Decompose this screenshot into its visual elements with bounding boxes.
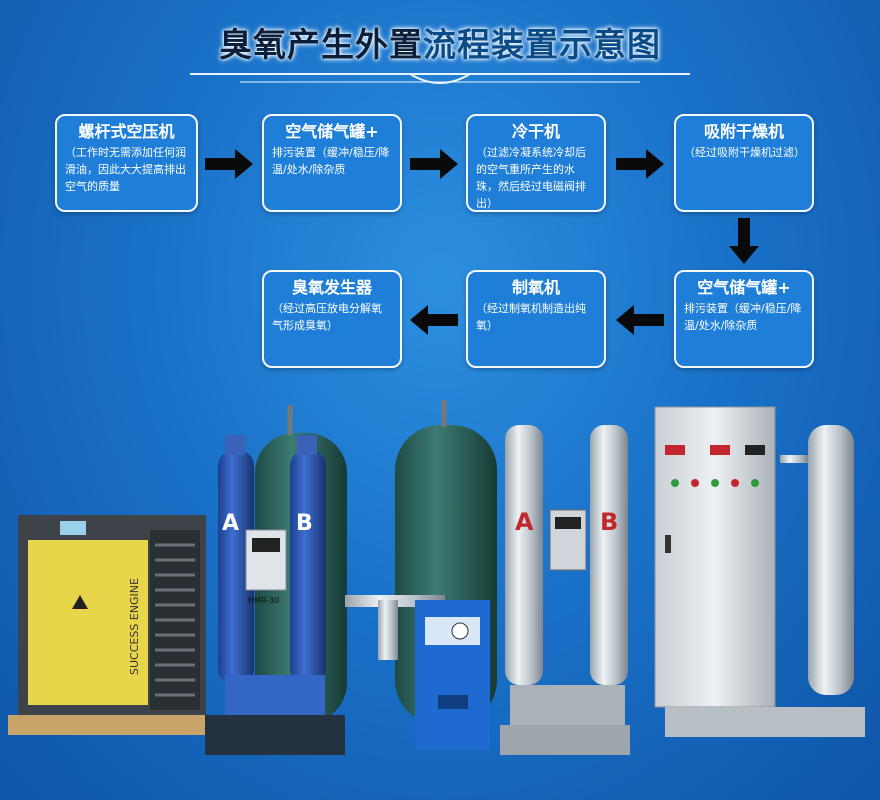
title-part-2: 流程装置示意图 — [423, 25, 661, 64]
oxygen-tower-b-label: B — [600, 508, 618, 536]
ozone-generator-unit — [654, 406, 865, 737]
title-ornament — [190, 73, 690, 84]
box-desc: （经过高压放电分解氧气形成臭氧） — [272, 302, 382, 332]
box-title: 空气储气罐+ — [285, 122, 379, 141]
arrow-left-2 — [410, 305, 458, 335]
box-title: 冷干机 — [511, 122, 560, 141]
tower-a-label: A — [222, 511, 239, 536]
box-air-tank-1: 空气储气罐+ 排污装置（缓冲/稳压/降温/处水/除杂质 — [262, 114, 402, 212]
equipment-illustration: SUCCESS ENGINE A B HMR-30 A — [8, 400, 865, 755]
title-part-1: 臭氧产生外置 — [219, 25, 423, 64]
box-desc: （经过制氧机制造出纯氧） — [476, 302, 586, 332]
box-desc: 排污装置（缓冲/稳压/降温/处水/除杂质 — [272, 146, 390, 176]
box-title: 臭氧发生器 — [291, 278, 372, 297]
box-desc: （工作时无需添加任何润滑油，因此大大提高排出空气的质量 — [65, 146, 186, 193]
box-desc: （经过吸附干燥机过滤） — [684, 146, 805, 159]
refrigerated-dryer-unit — [378, 600, 490, 750]
oxygen-generator-unit: A B — [500, 425, 630, 755]
box-air-tank-2: 空气储气罐+ 排污装置（缓冲/稳压/降温/处水/除杂质 — [674, 270, 814, 368]
box-oxygen-generator: 制氧机 （经过制氧机制造出纯氧） — [466, 270, 606, 368]
compressor-brand-label: SUCCESS ENGINE — [128, 578, 141, 675]
box-ozone-generator: 臭氧发生器 （经过高压放电分解氧气形成臭氧） — [262, 270, 402, 368]
adsorption-dryer-unit: A B HMR-30 — [205, 435, 345, 755]
tower-b-label: B — [296, 511, 313, 536]
dryer-model-label: HMR-30 — [248, 596, 279, 605]
screw-compressor-unit: SUCCESS ENGINE — [8, 515, 208, 735]
box-title: 制氧机 — [511, 278, 560, 297]
box-screw-compressor: 螺杆式空压机 （工作时无需添加任何润滑油，因此大大提高排出空气的质量 — [55, 114, 198, 212]
arrow-left-1 — [616, 305, 664, 335]
diagram-title: 臭氧产生外置流程装置示意图 — [0, 18, 880, 66]
arrow-down — [729, 218, 759, 264]
arrow-right-1 — [205, 149, 253, 179]
box-desc: 排污装置（缓冲/稳压/降温/处水/除杂质 — [684, 302, 802, 332]
box-title: 空气储气罐+ — [697, 278, 791, 297]
arrow-right-3 — [616, 149, 664, 179]
box-refrigerated-dryer: 冷干机 （过滤冷凝系统冷却后的空气重所产生的水珠，然后经过电磁阀排出） — [466, 114, 606, 212]
box-title: 吸附干燥机 — [703, 122, 784, 141]
box-desc: （过滤冷凝系统冷却后的空气重所产生的水珠，然后经过电磁阀排出） — [476, 146, 586, 210]
pallet — [8, 715, 208, 735]
box-title: 螺杆式空压机 — [78, 122, 175, 141]
arrow-right-2 — [410, 149, 458, 179]
box-adsorption-dryer: 吸附干燥机 （经过吸附干燥机过滤） — [674, 114, 814, 212]
oxygen-tower-a-label: A — [515, 508, 534, 536]
